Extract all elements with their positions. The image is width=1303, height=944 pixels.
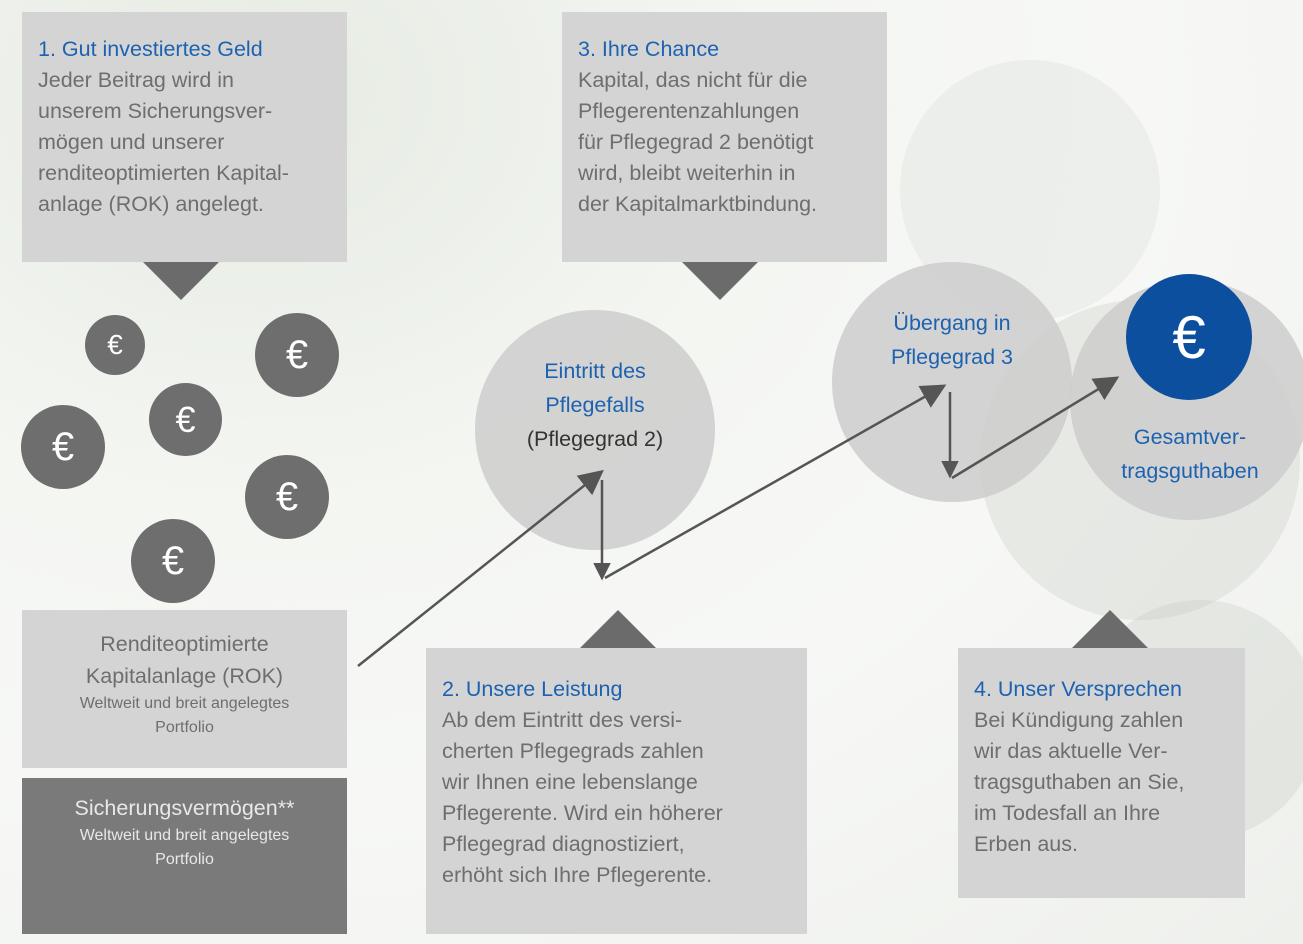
stage-label-line: Eintritt des: [544, 359, 646, 383]
info-box-text-line: Bei Kündigung zahlen: [974, 708, 1184, 732]
info-box-title: 2. Unsere Leistung: [442, 677, 623, 701]
info-box-our-promise: 4. Unser Versprechen Bei Kündigung zahle…: [958, 648, 1245, 898]
info-box-text-line: Pflegegrad diagnostiziert,: [442, 832, 685, 856]
stage-label-line: tragsguthaben: [1121, 459, 1259, 483]
info-box-text-line: mögen und unserer: [38, 130, 225, 154]
info-box-text-line: anlage (ROK) angelegt.: [38, 192, 264, 216]
euro-coin-icon: €: [149, 383, 222, 456]
rok-title-line: Kapitalanlage (ROK): [85, 664, 284, 688]
security-fund-subtitle: Weltweit und breit angelegtes: [79, 827, 290, 844]
stage-label-line: (Pflegegrad 2): [526, 427, 664, 451]
euro-coin-icon: €: [131, 519, 215, 603]
info-box-text-line: wir Ihnen eine lebenslange: [442, 770, 698, 794]
info-box-text-line: unserem Sicherungsver-: [38, 99, 273, 123]
info-box-title: 1. Gut investiertes Geld: [38, 37, 263, 61]
rok-title-line: Renditeoptimierte: [100, 632, 269, 656]
pointer-up-arrow: [1072, 610, 1148, 648]
info-box-text-line: Jeder Beitrag wird in: [38, 68, 234, 92]
info-box-text-line: Pflegerente. Wird ein höherer: [442, 801, 723, 825]
pointer-up-arrow: [580, 610, 656, 648]
info-box-text-line: Kapital, das nicht für die: [578, 68, 808, 92]
rok-portfolio-box: Renditeoptimierte Kapitalanlage (ROK) We…: [22, 610, 347, 768]
stage-label-line: Pflegefalls: [545, 393, 645, 417]
rok-subtitle: Portfolio: [155, 719, 214, 736]
stage-label-line: Gesamtver-: [1133, 425, 1247, 449]
stage-care-onset: Eintritt des Pflegefalls (Pflegegrad 2): [475, 310, 715, 550]
security-fund-subtitle: Portfolio: [155, 851, 214, 868]
stage-label-line: Übergang in: [893, 311, 1011, 335]
pointer-down-arrow: [143, 262, 219, 300]
info-box-title: 4. Unser Versprechen: [974, 677, 1182, 701]
info-box-text-line: tragsguthaben an Sie,: [974, 770, 1185, 794]
euro-coin-icon: €: [255, 313, 339, 397]
security-fund-title: Sicherungsvermögen**: [74, 796, 295, 820]
info-box-text-line: wird, bleibt weiterhin in: [578, 161, 796, 185]
info-box-title: 3. Ihre Chance: [578, 37, 720, 61]
info-box-text-line: der Kapitalmarktbindung.: [578, 192, 818, 216]
euro-coin-icon: €: [21, 405, 105, 489]
info-box-our-benefit: 2. Unsere Leistung Ab dem Eintritt des v…: [426, 648, 807, 934]
stage-transition-grade3: Übergang in Pflegegrad 3: [832, 262, 1072, 502]
euro-coin-icon: €: [1126, 274, 1252, 400]
info-box-text-line: für Pflegegrad 2 benötigt: [578, 130, 814, 154]
pointer-down-arrow: [682, 262, 758, 300]
info-box-text-line: im Todesfall an Ihre: [974, 801, 1161, 825]
info-box-text-line: wir das aktuelle Ver-: [974, 739, 1168, 763]
euro-coin-icon: €: [85, 315, 145, 375]
info-box-text-line: Ab dem Eintritt des versi-: [442, 708, 683, 732]
info-box-invested-money: 1. Gut investiertes Geld Jeder Beitrag w…: [22, 12, 347, 262]
security-fund-box: Sicherungsvermögen** Weltweit und breit …: [22, 778, 347, 934]
info-box-text-line: erhöht sich Ihre Pflegerente.: [442, 863, 713, 887]
stage-label-line: Pflegegrad 3: [891, 345, 1013, 369]
info-box-text-line: renditeoptimierten Kapital-: [38, 161, 289, 185]
euro-coin-icon: €: [245, 455, 329, 539]
info-box-your-chance: 3. Ihre Chance Kapital, das nicht für di…: [562, 12, 887, 262]
info-box-text-line: Pflegerentenzahlungen: [578, 99, 800, 123]
info-box-text-line: Erben aus.: [974, 832, 1078, 856]
rok-subtitle: Weltweit und breit angelegtes: [79, 695, 290, 712]
info-box-text-line: cherten Pflegegrads zahlen: [442, 739, 704, 763]
